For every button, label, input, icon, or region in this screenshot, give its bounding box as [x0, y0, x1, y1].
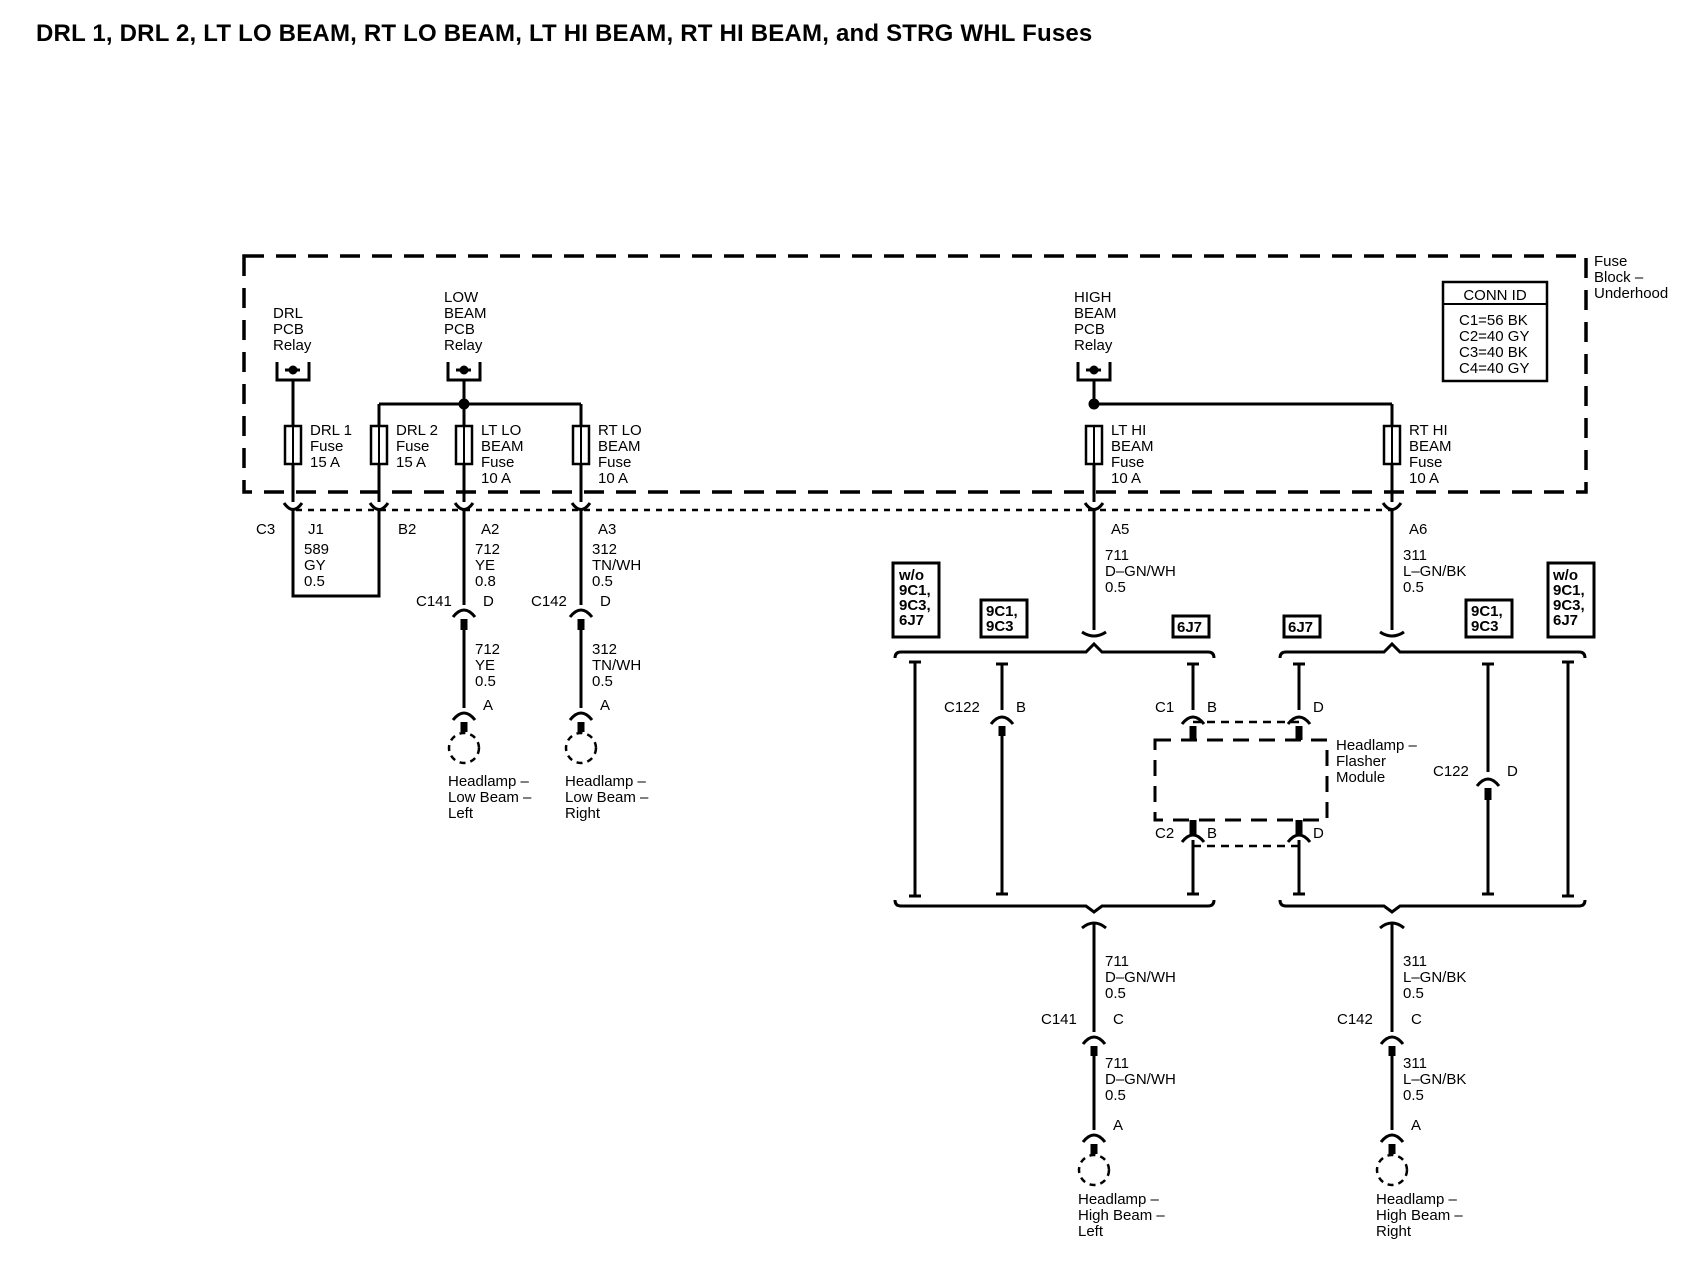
option-box-9c-right [1464, 598, 1514, 639]
relay-high-beam-symbol [1076, 362, 1112, 382]
lamp-low-left-label: Headlamp –Low Beam –Left [448, 773, 532, 822]
pin-a6: A6 [1409, 521, 1427, 538]
conn-c142-bottom-pin: C [1411, 1011, 1422, 1028]
option-box-wo-right [1546, 561, 1596, 639]
lamp-high-left-symbol [1077, 1153, 1111, 1187]
lamp-low-right-pin: A [600, 697, 610, 714]
option-9c-right: 9C1,9C3 [1471, 603, 1503, 635]
wiring-lines [242, 254, 1596, 1187]
lamp-high-left-pin: A [1113, 1117, 1123, 1134]
lamp-low-left-symbol [447, 731, 481, 765]
lamp-high-right-pin: A [1411, 1117, 1421, 1134]
lamp-high-right-symbol [1375, 1153, 1409, 1187]
conn-c141-bottom-pin: C [1113, 1011, 1124, 1028]
fuse-block-boundary [242, 254, 1588, 494]
diagram-title: DRL 1, DRL 2, LT LO BEAM, RT LO BEAM, LT… [36, 20, 1093, 47]
conn-c142-bottom: C142 [1337, 1011, 1373, 1028]
option-box-6j7-right [1282, 614, 1322, 639]
conn-c2-pin-d: D [1313, 825, 1324, 842]
lamp-low-right-label: Headlamp –Low Beam –Right [565, 773, 649, 822]
option-box-wo-left [891, 561, 941, 639]
conn-c122-left: C122 [944, 699, 980, 716]
relay-low-beam-symbol [446, 362, 482, 382]
pin-a3: A3 [598, 521, 616, 538]
conn-c142-top-pin: D [600, 593, 611, 610]
pin-c3: C3 [256, 521, 275, 538]
option-6j7-left: 6J7 [1177, 619, 1202, 636]
pin-a5: A5 [1111, 521, 1129, 538]
option-box-9c-left [979, 598, 1029, 639]
flasher-module-boundary [1153, 738, 1329, 822]
conn-c1-pin-b: B [1207, 699, 1217, 716]
lamp-high-right-label: Headlamp –High Beam –Right [1376, 1191, 1463, 1240]
conn-c141-top-pin: D [483, 593, 494, 610]
conn-c2-pin-b: B [1207, 825, 1217, 842]
pin-j1: J1 [308, 521, 324, 538]
lamp-low-right-symbol [564, 731, 598, 765]
option-box-6j7-left [1171, 614, 1211, 639]
conn-c1: C1 [1155, 699, 1174, 716]
conn-c142-top: C142 [531, 593, 567, 610]
conn-c141-top: C141 [416, 593, 452, 610]
relay-drl-symbol [275, 362, 311, 382]
pin-b2: B2 [398, 521, 416, 538]
conn-c122-left-pin: B [1016, 699, 1026, 716]
conn-c122-right: C122 [1433, 763, 1469, 780]
option-6j7-right: 6J7 [1288, 619, 1313, 636]
option-9c-left: 9C1,9C3 [986, 603, 1018, 635]
conn-c141-bottom: C141 [1041, 1011, 1077, 1028]
conn-c2: C2 [1155, 825, 1174, 842]
pin-a2: A2 [481, 521, 499, 538]
lamp-low-left-pin: A [483, 697, 493, 714]
conn-id-box [1441, 280, 1549, 383]
lamp-high-left-label: Headlamp –High Beam –Left [1078, 1191, 1165, 1240]
conn-c122-right-pin: D [1507, 763, 1518, 780]
conn-id-header: CONN ID [1463, 287, 1527, 304]
conn-c1-pin-d: D [1313, 699, 1324, 716]
